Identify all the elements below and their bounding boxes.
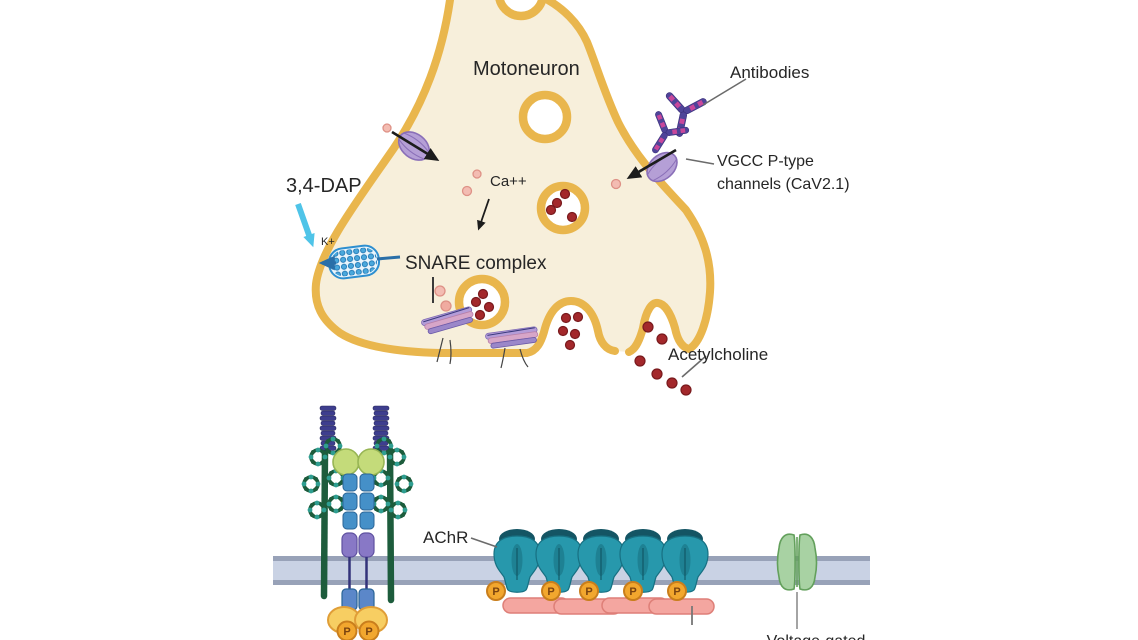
acetylcholine-pointer-line [681,355,707,378]
phospho-p-badge: P [579,581,599,601]
potassium-label: K+ [321,236,335,248]
acetylcholine-dots-in-vesicle [545,188,578,223]
calcium-dot [434,285,446,297]
kv-channel-stem [376,255,401,261]
svg-text:P: P [343,626,350,638]
vgcc-label-line2: channels (CaV2.1) [717,176,850,193]
achr-label: AChR [423,528,468,547]
acetylcholine-dots-docked [470,288,495,321]
phospho-p-row: P P P P P [486,581,687,601]
antibodies-pointer-line [702,78,747,106]
calcium-to-snare-arrow [477,198,490,231]
phospho-p-badge: P [336,620,358,640]
motoneuron-membrane-left [311,0,619,357]
calcium-dot [472,169,482,179]
calcium-dot [382,123,392,133]
phospho-p-badge: P [623,581,643,601]
phospho-p-badge: P [486,581,506,601]
calcium-influx-arrow [626,148,677,179]
vgcc-pointer-line [685,158,715,165]
vgcc-label-line1: VGCC P-type [717,153,814,170]
calcium-dot [461,185,473,197]
calcium-dot [610,178,622,190]
achr-pointer-line [470,537,498,548]
acetylcholine-dots-fusing [557,311,584,351]
dap-label: 3,4-DAP [286,175,362,197]
calcium-label: Ca++ [490,173,527,190]
rapsyn-bars [502,597,715,615]
svg-text:P: P [365,626,372,638]
acetylcholine-label: Acetylcholine [668,345,768,364]
calcium-influx-arrow [391,130,440,162]
motoneuron-cytoplasm [315,0,711,353]
svg-text:P: P [492,586,499,598]
svg-text:P: P [629,586,636,598]
agrin-lrp4-musk-complex-icon: P P [299,405,416,640]
dap-arrow-icon [295,203,315,248]
svg-text:P: P [585,586,592,598]
motoneuron-membrane-right [544,0,715,356]
antibodies-label: Antibodies [730,63,809,82]
snare-tethers [436,337,529,369]
phospho-p-badge: P [667,581,687,601]
phospho-p-badge: P [541,581,561,601]
voltage-gated-label: Voltage-gated [767,633,866,640]
synaptic-vesicle [518,90,572,144]
snare-label: SNARE complex [405,253,547,274]
motoneuron-label: Motoneuron [473,58,580,80]
voltage-gated-channel-icon [776,533,818,591]
motoneuron-terminal [295,0,747,396]
acetylcholine-released-dots [634,321,692,396]
svg-text:P: P [547,586,554,598]
calcium-dot [440,300,452,312]
synaptic-vesicle [495,0,547,21]
phospho-p-badge: P [358,620,380,640]
svg-text:P: P [673,586,680,598]
